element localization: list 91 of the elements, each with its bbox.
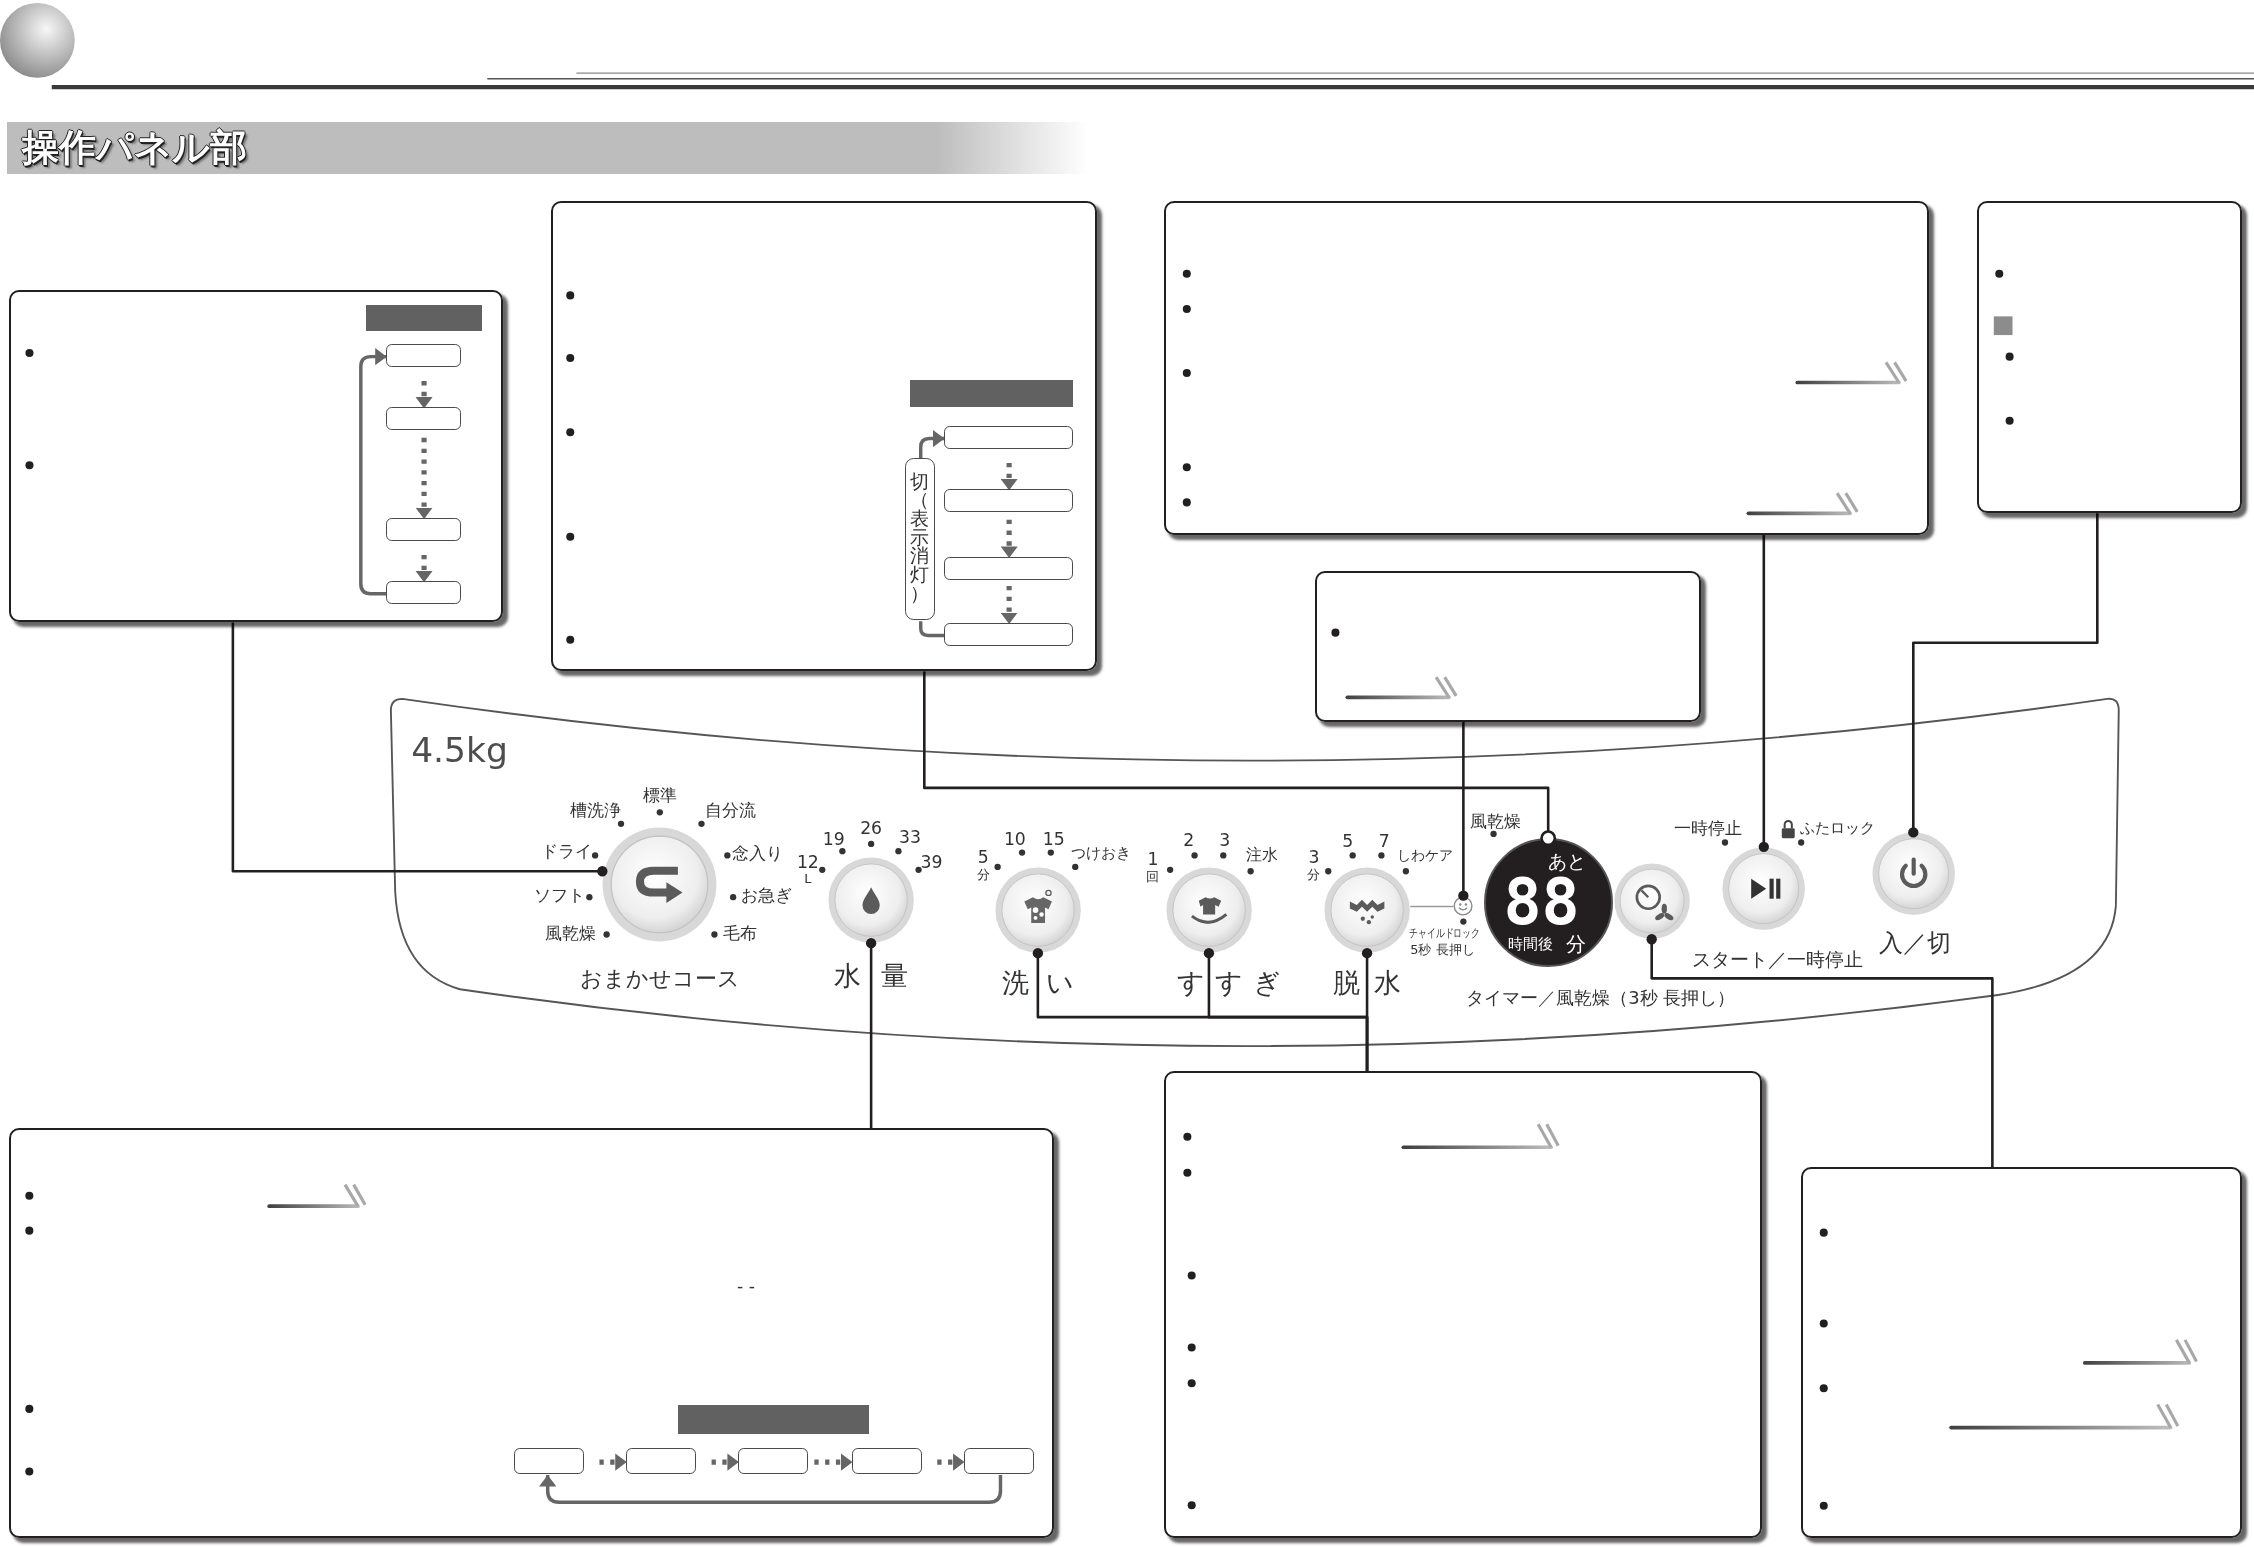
callout-box [1164,201,1930,535]
step-box [513,1448,585,1474]
lamp-label: 風乾燥 [1469,814,1521,831]
step-box [943,489,1073,513]
shirt-bubbles-knob-icon [994,866,1081,954]
position-label: 39 [920,853,943,872]
minutes-label: 分 [1566,933,1587,954]
wrung-cloth-knob-icon [1323,866,1411,954]
position-label: 26 [860,820,883,839]
leader-line [1361,948,1373,1072]
position-label: 標準 [642,787,677,805]
callout-box [1976,201,2243,514]
step-box [943,623,1073,646]
leader-line [1458,721,1469,901]
vertical-step-box: 切（表示消灯） [904,457,935,621]
dial-name-label: すすぎ [1176,969,1291,997]
child-lock-label: チャイルドロック [1408,926,1480,940]
step-box [943,556,1073,580]
header-bar [910,380,1073,408]
leader-line [1646,934,1994,1168]
position-label: しわケア [1396,848,1453,863]
position-label: 2 [1183,832,1195,850]
position-label: 3 [1219,832,1231,850]
position-label: つけおき [1071,846,1132,862]
position-label: 1 [1147,851,1159,869]
leader-line [865,937,877,1129]
step-box [851,1448,922,1474]
return-arrow [359,348,387,596]
position-label: お急ぎ [740,886,792,905]
callout-box [1315,570,1701,722]
position-label: L [804,872,812,886]
position-label: 15 [1042,830,1065,849]
leader-line [1908,513,2099,838]
leader-line [1758,534,1769,852]
button-name-label: タイマー／風乾燥（3秒 長押し） [1466,988,1736,1007]
return-line [919,621,945,638]
position-label: 注水 [1246,847,1279,864]
header-bar [677,1405,869,1434]
clock-fan-knob-icon [1613,862,1690,940]
hold-time-label: 5秒 長押し [1410,943,1475,957]
position-label: ドライ [540,844,592,861]
step-box [738,1448,809,1474]
seven-segment-digits: 88 [1503,871,1580,935]
play-pause-knob-icon [1722,846,1806,931]
step-box [625,1448,697,1474]
hours-later-label: 時間後 [1507,937,1553,953]
smiley-face-icon [1453,895,1474,916]
button-name-label: スタート／一時停止 [1691,950,1863,970]
step-box [963,1448,1035,1474]
placeholder-dashes: - - [737,1277,755,1296]
position-label: 10 [1003,830,1026,849]
step-box [385,344,461,368]
step-box [385,407,461,431]
header-bar [365,305,483,332]
u-turn-arrow-knob-icon [602,826,718,942]
callout-box [8,290,504,623]
position-label: 3 [1308,849,1320,867]
step-box [385,581,461,605]
step-box [385,518,461,542]
callout-box [1801,1167,2243,1539]
callout-box [1164,1070,1763,1539]
remaining-label: あと [1548,852,1587,871]
dial-name-label: 脱水 [1332,969,1416,997]
position-label: 12 [796,853,819,872]
dial-name-label: 洗い [1001,969,1092,997]
capacity-label: 4.5kg [411,733,508,768]
connector-line [1409,905,1455,908]
position-label: 5 [1342,833,1354,851]
dial-name-label: 水量 [833,962,928,990]
return-arrow [919,429,945,459]
button-name-label: 入／切 [1878,930,1951,956]
position-label: ソフト [533,886,585,905]
leader-line [231,622,608,877]
position-label: 槽洗浄 [569,802,621,820]
dial-name-label: おまかせコース [579,968,740,990]
position-label: 33 [898,829,921,847]
power-knob-icon [1871,832,1955,916]
position-label: 念入り [732,845,784,863]
position-label: 自分流 [704,802,756,820]
water-drop-knob-icon [828,856,915,943]
step-box [943,426,1073,450]
callout-box [8,1128,1054,1539]
return-arrow [539,1475,1003,1505]
callout-box [550,201,1097,672]
position-label: 19 [822,830,845,849]
leader-line [923,671,1557,847]
position-label: 7 [1378,833,1390,851]
lamp-label: ふたロック [1799,821,1875,837]
position-label: 5 [977,849,989,867]
shirt-swirl-knob-icon [1165,866,1253,954]
lamp-label: 一時停止 [1673,820,1742,839]
